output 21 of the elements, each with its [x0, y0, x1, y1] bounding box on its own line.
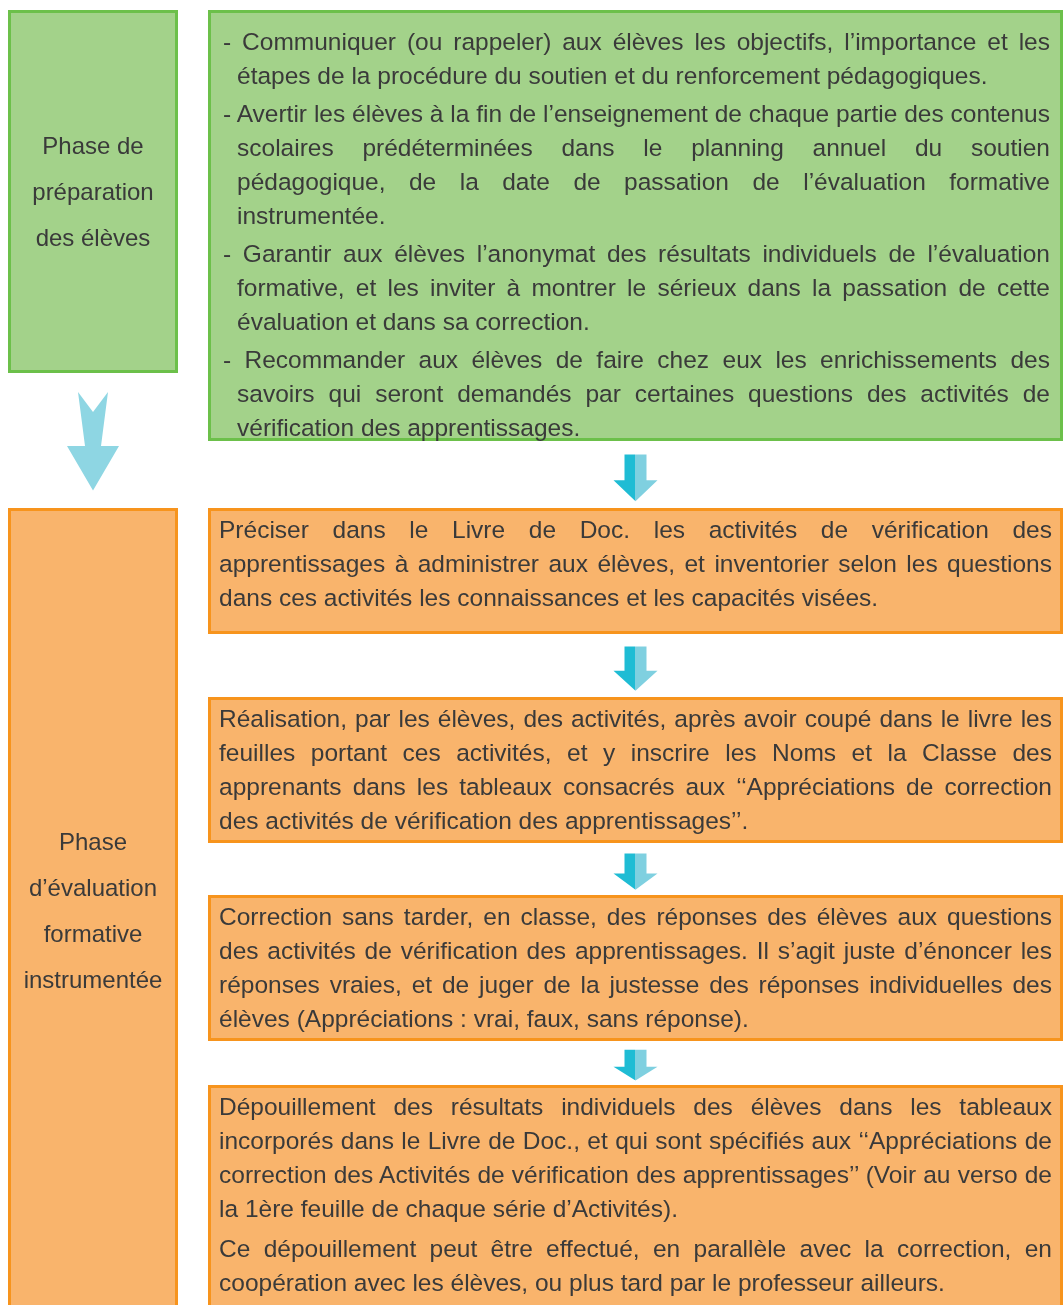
step-text: Préciser dans le Livre de Doc. les activités de vérification des apprentissages à administrer aux élèves, et inventorier selon les questions dans ces activités les connaissances et les capacités visées. [219, 515, 1052, 613]
step-box [208, 10, 1063, 441]
down-arrow [613, 1049, 658, 1081]
step-box [208, 508, 1063, 634]
phase-box [8, 10, 178, 373]
phase-label: Phase d’évaluation formative instrumentée [22, 826, 164, 995]
step-text: Correction sans tarder, en classe, des réponses des élèves aux questions des activités de vérification des apprentissages. Il s’agit juste d’énoncer les réponses vraies, et de juger de la justesse des réponses individuelles des élèves (Appréciations : vrai, faux, sans réponse). [219, 902, 1052, 1034]
down-arrow [613, 646, 658, 691]
step-text: Ce dépouillement peut être effectué, en parallèle avec la correction, en coopération avec les élèves, ou plus tard par le professeur ailleurs. [219, 1234, 1052, 1298]
step-text: Dépouillement des résultats individuels des élèves dans les tableaux incorporés dans le Livre de Doc., et qui sont spécifiés aux ‘‘Appréciations de correction des Activités de vérification des apprentissages’’ (Voir au verso de la 1ère feuille de chaque série d’Activités). [219, 1092, 1052, 1224]
bullet-item: - Communiquer (ou rappeler) aux élèves les objectifs, l’importance et les étapes de la procédure du soutien et du renforcement pédagogiques. [222, 27, 1050, 91]
phase-box [8, 508, 178, 1305]
down-arrow [613, 853, 658, 890]
bullet-item: - Avertir les élèves à la fin de l’enseignement de chaque partie des contenus scolaires prédéterminées dans le planning annuel du soutien pédagogique, de la date de passation de l’évaluation formative instrumentée. [222, 99, 1050, 231]
bullet-item: - Recommander aux élèves de faire chez eux les enrichissements des savoirs qui seront demandés par certaines questions des activités de vérification des apprentissages. [222, 345, 1050, 443]
down-arrow [67, 391, 119, 491]
bullet-item: - Garantir aux élèves l’anonymat des résultats individuels de l’évaluation formative, et les inviter à montrer le sérieux dans la passation de cette évaluation et dans sa correction. [222, 239, 1050, 337]
step-text: Réalisation, par les élèves, des activités, après avoir coupé dans le livre les feuilles portant ces activités, et y inscrire les Noms et la Classe des apprenants dans les tableaux consacrés aux ‘‘Appréciations de correction des activités de vérification des apprentissages’’. [219, 704, 1052, 836]
down-arrow [613, 454, 658, 502]
step-box [208, 1085, 1063, 1305]
phase-label: Phase de préparation des élèves [31, 130, 155, 253]
